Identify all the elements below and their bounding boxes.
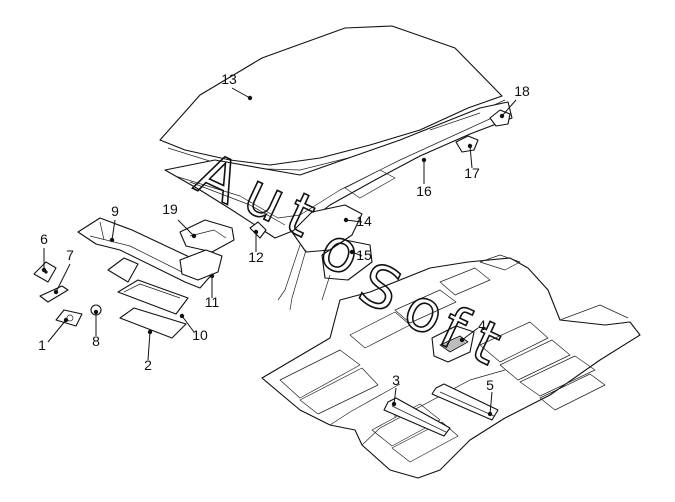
leader-line-10 [181,315,195,333]
leader-line-5 [489,391,493,415]
callout-3: 3 [392,372,400,388]
callout-19: 19 [162,201,178,217]
callout-5: 5 [486,377,494,393]
floor-pan [261,254,641,479]
part-16-sill-rail [164,101,513,239]
callout-10: 10 [192,327,208,343]
part-19-bracket [179,219,235,253]
part-18-bracket [489,109,511,127]
leader-line-17 [469,145,473,169]
leader-dot-12 [253,229,259,235]
leader-dot-5 [487,411,493,417]
leader-line-7 [55,263,71,293]
part-12-brace [249,221,267,239]
leader-dot-19 [191,233,197,239]
leader-line-19 [177,219,195,237]
leader-line-14 [345,219,363,223]
callout-12: 12 [248,249,264,265]
callout-17: 17 [464,165,480,181]
callout-13: 13 [221,71,237,87]
leader-dot-2 [147,329,153,335]
callout-4: 4 [478,317,486,333]
leader-dot-18 [499,113,505,119]
part-17-clip [455,135,479,153]
leader-dot-15 [349,249,355,255]
leader-line-3 [393,387,397,405]
leader-line-9 [111,219,116,241]
leader-dot-1 [63,317,69,323]
leader-dot-3 [391,401,397,407]
leader-line-4 [461,327,479,341]
callout-1: 1 [38,337,46,353]
callout-7: 7 [66,247,74,263]
part-9-front-rail [77,217,215,289]
leader-dot-10 [179,313,185,319]
part-14-bracket [277,204,363,311]
part-11-bracket [179,249,223,281]
part-10-plate [117,279,189,315]
part-7-bracket [39,285,69,303]
leader-dot-4 [459,337,465,343]
part-6-clip [33,261,57,283]
leader-line-18 [501,99,517,117]
leader-dot-13 [247,95,253,101]
callout-18: 18 [514,83,530,99]
leader-dot-7 [53,289,59,295]
leader-dot-14 [343,217,349,223]
callout-9: 9 [111,203,119,219]
callout-14: 14 [356,213,372,229]
part-15-bracket [321,239,373,301]
leader-line-1 [47,319,67,343]
part-1-plate [55,309,83,327]
leader-dot-11 [209,273,215,279]
callout-11: 11 [205,294,220,310]
part-2-plate [119,307,187,339]
leader-dot-9 [109,237,115,243]
leader-dot-8 [93,309,99,315]
callout-2: 2 [144,357,152,373]
part-5-crossmember [431,383,499,421]
callout-16: 16 [416,183,432,199]
callout-15: 15 [356,247,372,263]
leader-line-2 [147,331,151,361]
leader-line-13 [231,87,251,99]
callout-6: 6 [40,231,48,247]
leader-dot-6 [41,267,47,273]
leader-dot-17 [467,143,473,149]
leader-dot-16 [421,157,427,163]
callout-8: 8 [92,333,100,349]
